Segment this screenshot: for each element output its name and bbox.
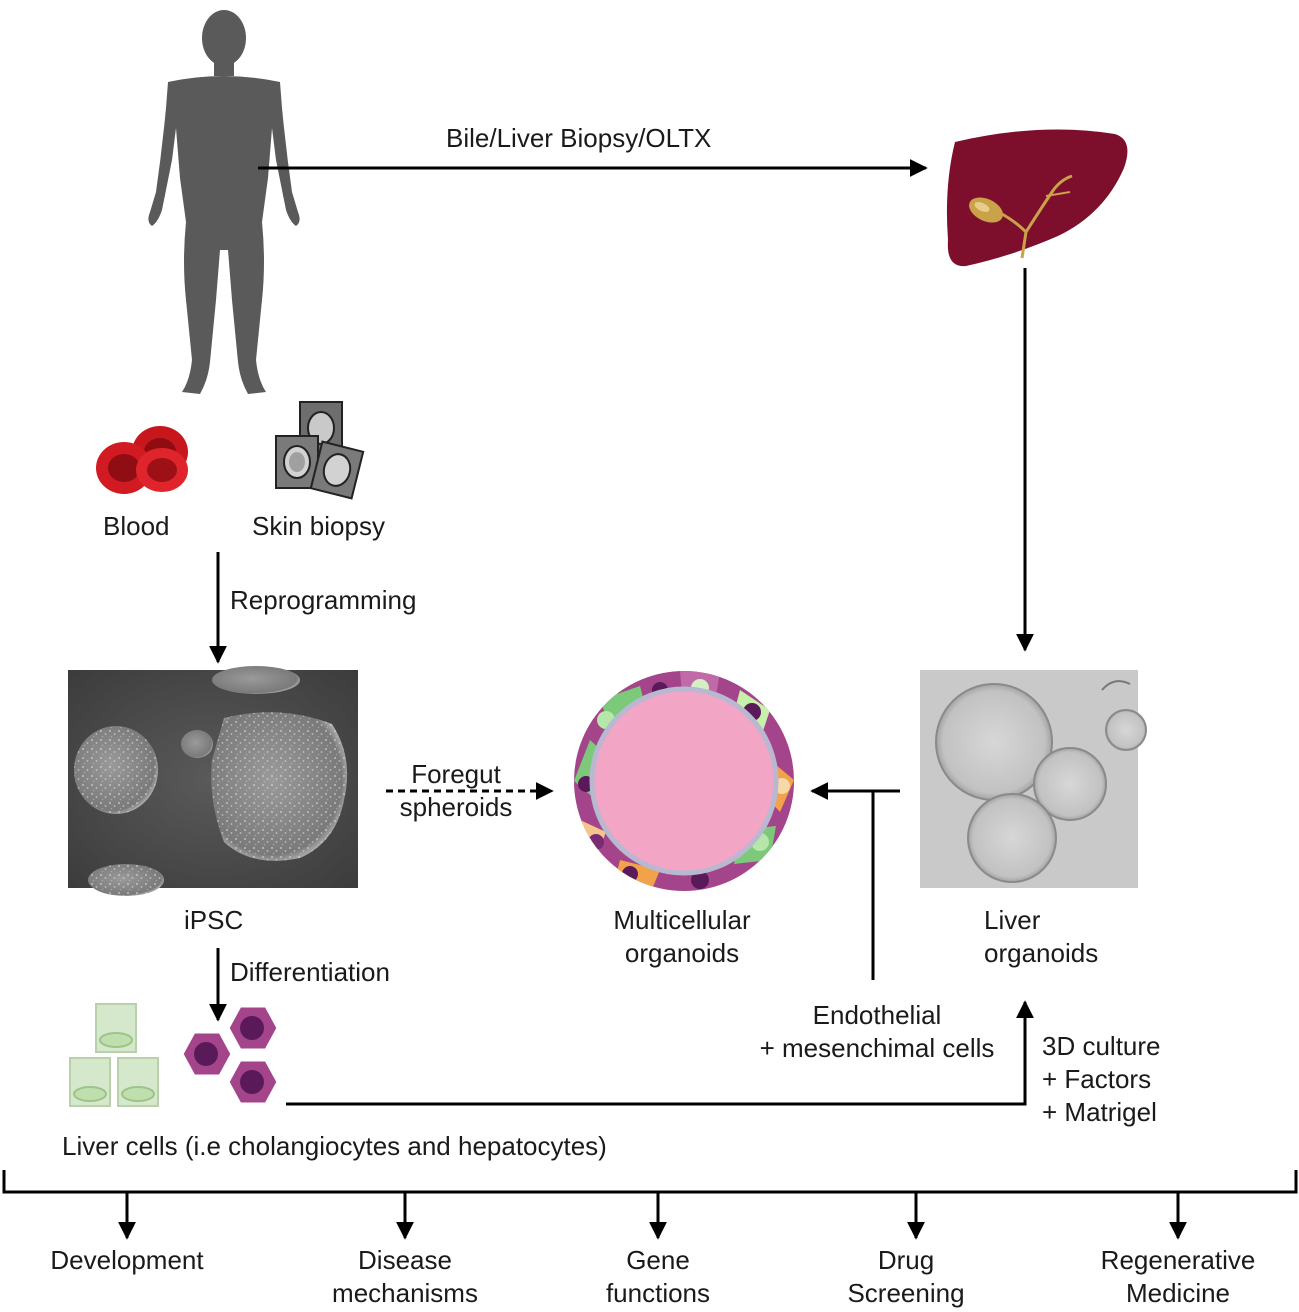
application-drug-screening: Drug Screening — [806, 1244, 1006, 1310]
application-line1: Regenerative — [1100, 1245, 1256, 1275]
liver-org-line2: organoids — [984, 938, 1099, 968]
culture-line2: + Factors — [1042, 1064, 1152, 1094]
biopsy-arrow-label: Bile/Liver Biopsy/OLTX — [446, 123, 712, 153]
application-line2: functions — [605, 1278, 711, 1308]
endothelial-label: Endothelial + mesenchimal cells — [742, 999, 1012, 1065]
differentiation-label: Differentiation — [230, 957, 390, 987]
culture-conditions-label: 3D culture + Factors + Matrigel — [1042, 1030, 1161, 1129]
application-line1: Drug — [877, 1245, 935, 1275]
application-line2: Screening — [847, 1278, 965, 1308]
reprogramming-label: Reprogramming — [230, 585, 417, 615]
multicellular-organoid-icon — [574, 671, 794, 891]
multicellular-organoids-label: Multicellular organoids — [580, 904, 784, 970]
application-line2: Medicine — [1125, 1278, 1231, 1308]
application-gene-functions: Gene functions — [558, 1244, 758, 1310]
multicellular-line2: organoids — [624, 938, 740, 968]
liver-icon — [946, 129, 1128, 267]
arrow-3d-culture — [286, 1000, 1034, 1106]
hepatocytes-icon — [180, 1004, 280, 1106]
human-body-icon — [148, 10, 300, 394]
foregut-spheroids-label: Foregut spheroids — [386, 758, 526, 824]
liver-organoids-micrograph — [920, 670, 1147, 888]
application-line1: Disease — [358, 1245, 452, 1275]
foregut-line1: Foregut — [411, 759, 501, 789]
endothelial-line1: Endothelial — [812, 1000, 942, 1030]
application-regenerative-medicine: Regenerative Medicine — [1068, 1244, 1288, 1310]
liver-organoids-label: Liver organoids — [984, 904, 1098, 970]
ipsc-label: iPSC — [184, 905, 244, 935]
culture-line3: + Matrigel — [1042, 1097, 1157, 1127]
application-line1: Development — [50, 1245, 204, 1275]
applications-bracket — [2, 1170, 1298, 1194]
ipsc-micrograph — [68, 666, 358, 896]
culture-line1: 3D culture — [1042, 1031, 1161, 1061]
liver-org-line1: Liver — [984, 905, 1041, 935]
blood-label: Blood — [103, 511, 170, 541]
application-development: Development — [27, 1244, 227, 1277]
skin-biopsy-label: Skin biopsy — [252, 511, 385, 541]
skin-biopsy-icon — [275, 401, 365, 500]
endothelial-line2: + mesenchimal cells — [759, 1033, 995, 1063]
foregut-line2: spheroids — [399, 792, 513, 822]
application-line2: mechanisms — [332, 1278, 478, 1308]
liver-cells-label: Liver cells (i.e cholangiocytes and hepa… — [62, 1131, 607, 1161]
cholangiocytes-icon — [69, 1003, 159, 1107]
application-line1: Gene — [626, 1245, 690, 1275]
application-disease-mechanisms: Disease mechanisms — [305, 1244, 505, 1310]
arrows — [2, 159, 1298, 1240]
blood-cells-icon — [96, 426, 188, 494]
multicellular-line1: Multicellular — [613, 905, 751, 935]
